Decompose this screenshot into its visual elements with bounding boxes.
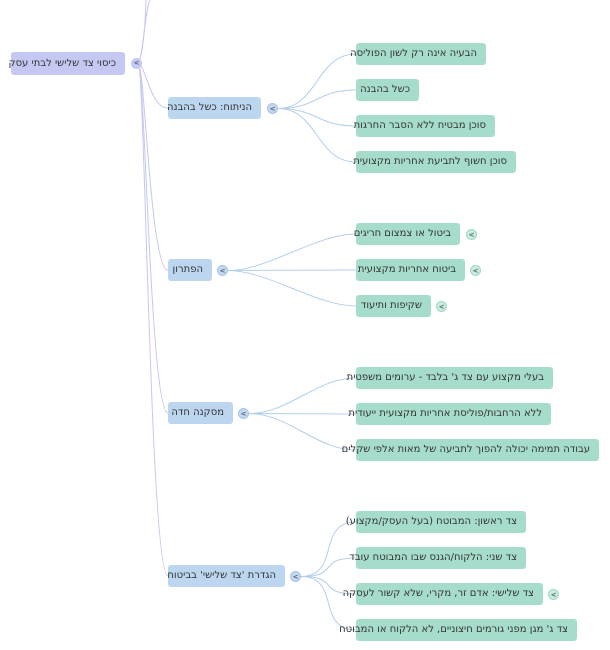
root-link-up-2 [137, 0, 151, 64]
leaf-topic[interactable]: בעלי מקצוע עם צד ג' בלבד - ערומים משפטית [347, 367, 553, 389]
leaf-topic[interactable]: שקיפות ותיעוד [356, 295, 431, 317]
branch-link-leaf [277, 108, 357, 127]
leaf-topic[interactable]: ביטוח אחריות מקצועית [356, 259, 465, 281]
branch-topic[interactable]: הגדרת 'צד שלישי' בביטוח [167, 565, 285, 587]
branch-topic[interactable]: מסקנה חדה [168, 402, 233, 424]
leaf-expand-toggle[interactable]: < [470, 265, 481, 276]
leaf-topic[interactable]: סוכן מבטיח ללא הסבר החרגות [354, 115, 495, 137]
leaf-topic[interactable]: צד שני: הלקוח/הגנס שבו המבוטח עובד [349, 547, 526, 569]
leaf-topic[interactable]: צד ג' מגן מפני גורמים חיצוניים, לא הלקוח… [339, 619, 577, 641]
root-collapse-toggle[interactable]: < [131, 58, 142, 69]
branch-collapse-toggle[interactable]: < [290, 571, 301, 582]
leaf-expand-toggle[interactable]: < [548, 589, 559, 600]
branch-topic[interactable]: הניתוח: כשל בהבנה [167, 97, 261, 119]
branch-link-leaf [248, 377, 357, 414]
leaf-expand-toggle[interactable]: < [436, 301, 447, 312]
leaf-topic[interactable]: ביטול או צמצום חריגים [354, 223, 460, 245]
root-link-branch-1 [137, 62, 169, 271]
branch-link-leaf [227, 233, 357, 271]
leaf-topic[interactable]: צד ראשון: המבוטח (בעל העסק/מקצוע) [346, 511, 526, 533]
root-topic[interactable]: כיסוי צד שלישי לבתי עסק [8, 52, 125, 75]
branch-link-leaf [300, 521, 357, 577]
root-link-branch-3 [137, 62, 169, 577]
branch-link-leaf [248, 413, 357, 451]
branch-link-leaf [300, 576, 357, 631]
branch-link-leaf [300, 557, 357, 577]
leaf-topic[interactable]: כשל בהבנה [356, 79, 419, 101]
branch-link-leaf [277, 108, 357, 163]
branch-link-leaf [227, 270, 357, 307]
branch-collapse-toggle[interactable]: < [238, 408, 249, 419]
leaf-topic[interactable]: הבעיה אינה רק לשון הפוליסה [350, 43, 486, 65]
branch-link-leaf [277, 53, 357, 109]
branch-link-leaf [227, 269, 357, 271]
root-link-branch-2 [137, 62, 169, 414]
leaf-topic[interactable]: צד שלישי: אדם זר, מקרי, שלא קשור לעסקה [343, 583, 543, 605]
branch-link-leaf [300, 576, 357, 595]
branch-collapse-toggle[interactable]: < [217, 265, 228, 276]
branch-collapse-toggle[interactable]: < [267, 103, 278, 114]
leaf-topic[interactable]: סוכן חשוף לתביעת אחריות מקצועית [353, 151, 516, 173]
leaf-topic[interactable]: עבודה תמימה יכולה להפוך לתביעה של מאות א… [342, 439, 599, 461]
root-link-up [137, 0, 147, 64]
branch-link-leaf [277, 89, 357, 109]
leaf-expand-toggle[interactable]: < [466, 229, 477, 240]
leaf-topic[interactable]: ללא הרחבות/פוליסת אחריות מקצועית ייעודית [348, 403, 551, 425]
branch-link-leaf [248, 413, 357, 415]
branch-topic[interactable]: הפתרון [168, 259, 212, 281]
